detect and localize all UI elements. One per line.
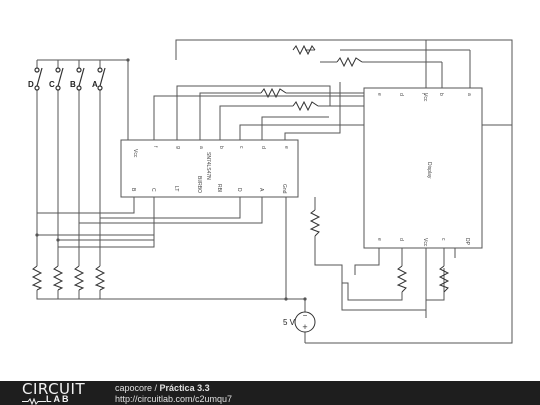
resistor: [260, 87, 287, 99]
wire: [176, 85, 331, 140]
ic2-name: Display: [426, 162, 432, 179]
junction-dot: [126, 58, 130, 62]
ic1-pin-rbi: RBI: [216, 184, 222, 192]
ic2-pin-e-bot: e: [376, 238, 382, 241]
ic1-pin-gnd: Gnd: [281, 184, 287, 194]
resistor: [52, 265, 64, 291]
junction-dot: [284, 297, 288, 301]
resistor: [73, 265, 85, 291]
owner-name[interactable]: capocore: [115, 383, 153, 393]
ic2-pin-vcc-bot: Vcc: [422, 238, 428, 247]
title-separator: /: [152, 383, 160, 393]
switch-label-b: B: [70, 80, 76, 89]
wire: [305, 40, 471, 88]
switch-b: [76, 67, 85, 91]
ic1-pin-d-in: D: [236, 188, 242, 192]
resistor: [438, 265, 450, 293]
ic1-pin-bi: BI/RBO: [196, 176, 202, 193]
ic1-pin-c-in: C: [150, 188, 156, 192]
ic1-pin-g: g: [175, 146, 181, 149]
wire: [100, 197, 241, 219]
switch-d: [34, 67, 43, 91]
wire: [36, 290, 305, 300]
ic1-pin-lt: LT: [173, 186, 179, 191]
ic2-pin-vcc-top: Vcc: [422, 93, 428, 102]
ic2-body: [363, 87, 483, 249]
wire: [36, 90, 101, 266]
wire: [79, 197, 263, 224]
switch-a: [97, 67, 106, 91]
switch-label-a: A: [92, 80, 98, 89]
ic1-pin-b-in: B: [130, 188, 136, 192]
switch-label-c: C: [49, 80, 55, 89]
ic2-pin-a: a: [466, 93, 472, 96]
ic1-pin-e: e: [283, 146, 289, 149]
ic1-pin-d: d: [260, 146, 266, 149]
circuit-title[interactable]: Práctica 3.3: [159, 383, 210, 393]
ic1-body: [120, 139, 299, 198]
wire: [284, 82, 341, 140]
wire: [36, 60, 101, 68]
ic1-pin-a: a: [198, 146, 204, 149]
wire: [58, 197, 155, 248]
source-plus: +: [302, 322, 307, 332]
switch-c: [55, 67, 64, 91]
schematic-canvas: − + 5 V D C B A Vcc f g a b c d e B C LT…: [28, 39, 513, 344]
switch-label-d: D: [28, 80, 34, 89]
ic1-pin-a-in: A: [258, 188, 264, 192]
resistor: [292, 44, 316, 56]
source-minus: −: [303, 311, 308, 320]
wire: [261, 116, 329, 140]
ic1-pin-vcc: Vcc: [132, 149, 138, 158]
junction-dot: [35, 233, 39, 237]
resistor: [31, 265, 43, 291]
circuit-url-link[interactable]: http://circuitlab.com/c2umqu7: [115, 394, 233, 404]
wire: [285, 197, 306, 343]
ic1-pin-f: f: [152, 146, 158, 148]
wire: [342, 248, 403, 301]
source-label: 5 V: [283, 318, 296, 327]
voltage-source: − +: [294, 311, 316, 333]
junction-dot: [303, 297, 307, 301]
wire: [37, 234, 154, 241]
junction-dot: [56, 238, 60, 242]
ic2-pin-b: b: [438, 93, 444, 96]
ic2-pin-c: c: [440, 238, 446, 241]
wire: [37, 197, 135, 214]
wire: [37, 39, 513, 344]
footer-bar: CIRCUIT LAB capocore / Práctica 3.3 http…: [0, 381, 540, 405]
ic1-name: SN74LS47N: [205, 152, 211, 180]
resistor: [396, 265, 408, 293]
ic2-pin-f: f: [420, 93, 426, 95]
logo-circuit-icon: [22, 398, 46, 405]
ic2-pin-dp: DP: [464, 238, 470, 246]
ic1-pin-b: b: [218, 146, 224, 149]
circuitlab-logo[interactable]: CIRCUIT LAB: [22, 380, 86, 405]
circuit-url: http://circuitlab.com/c2umqu7: [115, 394, 232, 404]
ic2-pin-d-top: d: [398, 93, 404, 96]
resistor: [292, 100, 319, 112]
resistor: [336, 56, 363, 68]
resistor: [309, 209, 321, 237]
circuit-owner-title: capocore / Práctica 3.3: [115, 383, 210, 393]
ic1-pin-c: c: [238, 146, 244, 149]
ic2-pin-d-bot: d: [398, 238, 404, 241]
resistor: [94, 265, 106, 291]
ic2-pin-e-top: e: [376, 93, 382, 96]
